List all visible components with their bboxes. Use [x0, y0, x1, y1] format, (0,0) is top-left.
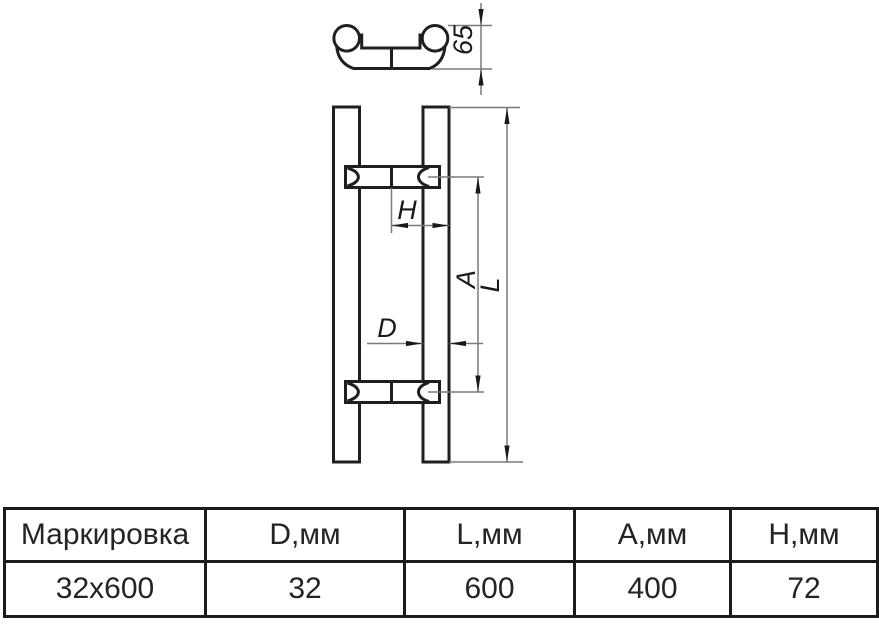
- header-a-mm: A,мм: [573, 507, 732, 563]
- value-a-mm: 400: [573, 560, 732, 618]
- value-marking: 32x600: [3, 560, 207, 618]
- spec-table: Маркировка D,мм L,мм A,мм H,мм 32x600 32…: [3, 507, 879, 618]
- dim-h-label: H: [397, 195, 417, 225]
- dim-d: D: [367, 313, 483, 347]
- dim-65: 65: [432, 3, 492, 95]
- value-h-mm: 72: [729, 560, 879, 618]
- dim-h-arrow-left: [391, 222, 408, 229]
- upper-spacer: [344, 165, 441, 189]
- left-tube-section: [332, 24, 362, 53]
- value-d-mm: 32: [204, 560, 406, 618]
- dim-d-label: D: [377, 313, 397, 343]
- header-l-mm: L,мм: [403, 507, 576, 563]
- bracket-inner-profile: [358, 33, 424, 50]
- dim-a-label: A: [451, 270, 481, 290]
- dim-l-label: L: [475, 277, 505, 292]
- spec-table-header-row: Маркировка D,мм L,мм A,мм H,мм: [3, 507, 879, 563]
- value-l-mm: 600: [403, 560, 576, 618]
- header-h-mm: H,мм: [729, 507, 879, 563]
- right-bar: [421, 105, 451, 464]
- technical-drawing: 65 H: [332, 3, 523, 464]
- dim-h-arrow-right: [432, 222, 449, 229]
- dim-l-arrow-bottom: [504, 445, 510, 462]
- lower-spacer-right-cap: [417, 381, 430, 403]
- upper-spacer-left-cap: [347, 166, 360, 188]
- front-view: [332, 105, 451, 464]
- spec-table-data-row: 32x600 32 600 400 72: [3, 560, 879, 618]
- dim-a: A: [428, 176, 484, 393]
- dim-h: H: [390, 188, 449, 233]
- dim-l: L: [449, 106, 523, 463]
- right-tube-section: [420, 24, 450, 53]
- left-bar: [332, 105, 361, 464]
- dim-65-arrow-top: [478, 9, 484, 26]
- header-d-mm: D,мм: [204, 507, 406, 563]
- upper-spacer-right-cap: [417, 166, 430, 188]
- dim-a-arrow-bottom: [475, 375, 481, 392]
- dim-d-arrow-left: [406, 340, 423, 347]
- header-marking: Маркировка: [3, 507, 207, 563]
- lower-spacer-left-cap: [347, 381, 360, 403]
- dim-65-label: 65: [448, 24, 478, 55]
- dim-65-arrow-bottom: [478, 69, 484, 86]
- top-view: [332, 24, 450, 70]
- lower-spacer: [344, 380, 441, 404]
- dim-d-arrow-right: [449, 340, 466, 347]
- dim-a-arrow-top: [475, 177, 481, 194]
- dim-l-arrow-top: [504, 107, 510, 124]
